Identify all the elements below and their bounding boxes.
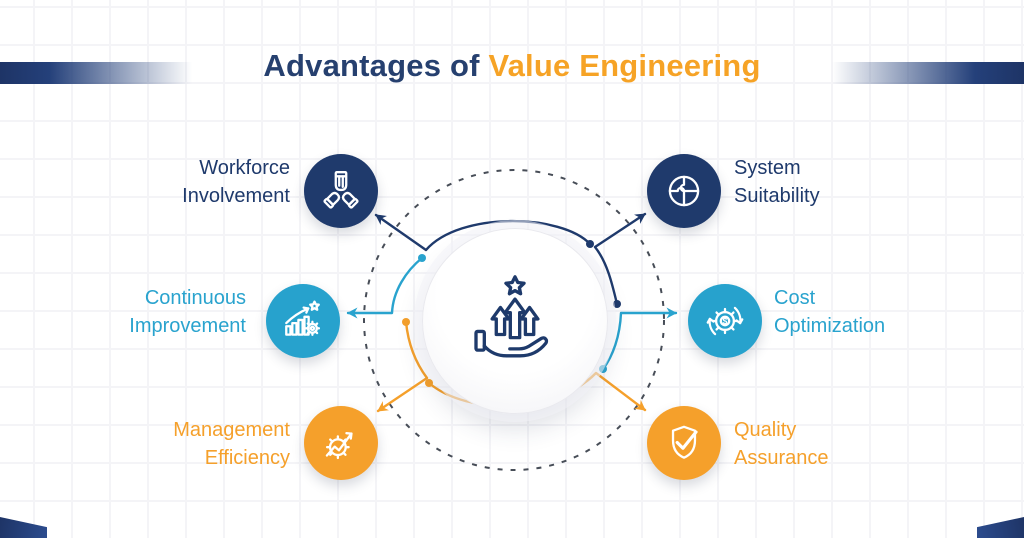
label-line: Continuous xyxy=(144,287,246,309)
growth-arrows-in-hand-icon xyxy=(474,275,549,358)
decorative-bar-top-left xyxy=(0,62,196,84)
teamwork-hands-icon xyxy=(323,171,359,209)
label-line: Efficiency xyxy=(204,447,290,469)
label-line: Suitability xyxy=(734,185,820,207)
connector-workforce xyxy=(374,213,592,252)
connector-dots xyxy=(402,240,621,387)
page-title: Advantages of Value Engineering xyxy=(0,48,1024,84)
badge-workforce-involvement xyxy=(304,154,378,228)
badge-management-efficiency xyxy=(304,406,378,480)
gear-trend-arrow-icon xyxy=(325,432,353,460)
title-highlight: Value Engineering xyxy=(488,48,761,83)
label-management-efficiency: Management Efficiency xyxy=(98,416,290,472)
connector-system xyxy=(593,212,647,306)
badge-continuous-improvement xyxy=(266,284,340,358)
center-hub-circle xyxy=(422,228,608,414)
label-line: Cost xyxy=(774,287,816,309)
badge-quality-assurance xyxy=(647,406,721,480)
decorative-bar-top-right xyxy=(828,62,1024,84)
label-line: Involvement xyxy=(182,185,290,207)
shield-check-icon xyxy=(671,425,698,459)
circular-puzzle-icon xyxy=(668,175,700,207)
dashed-orbit-circle xyxy=(363,169,665,471)
badge-system-suitability xyxy=(647,154,721,228)
label-line: Workforce xyxy=(199,157,290,179)
label-cost-optimization: Cost Optimization xyxy=(774,284,966,340)
badge-cost-optimization: $ xyxy=(688,284,762,358)
label-line: Optimization xyxy=(774,315,886,337)
label-workforce-involvement: Workforce Involvement xyxy=(98,154,290,210)
label-continuous-improvement: Continuous Improvement xyxy=(54,284,246,340)
connector-cost xyxy=(601,307,678,371)
connector-continuous xyxy=(346,256,424,319)
label-line: System xyxy=(734,157,801,179)
label-line: Improvement xyxy=(129,315,246,337)
label-line: Management xyxy=(173,419,290,441)
label-line: Quality xyxy=(734,419,797,441)
growth-chart-star-gear-icon xyxy=(285,300,321,336)
connector-management xyxy=(376,320,429,413)
label-line: Assurance xyxy=(734,447,829,469)
title-prefix: Advantages of xyxy=(263,48,489,83)
label-quality-assurance: Quality Assurance xyxy=(734,416,926,472)
label-system-suitability: System Suitability xyxy=(734,154,926,210)
svg-text:$: $ xyxy=(723,316,728,326)
dollar-gear-refresh-icon: $ xyxy=(706,306,744,336)
